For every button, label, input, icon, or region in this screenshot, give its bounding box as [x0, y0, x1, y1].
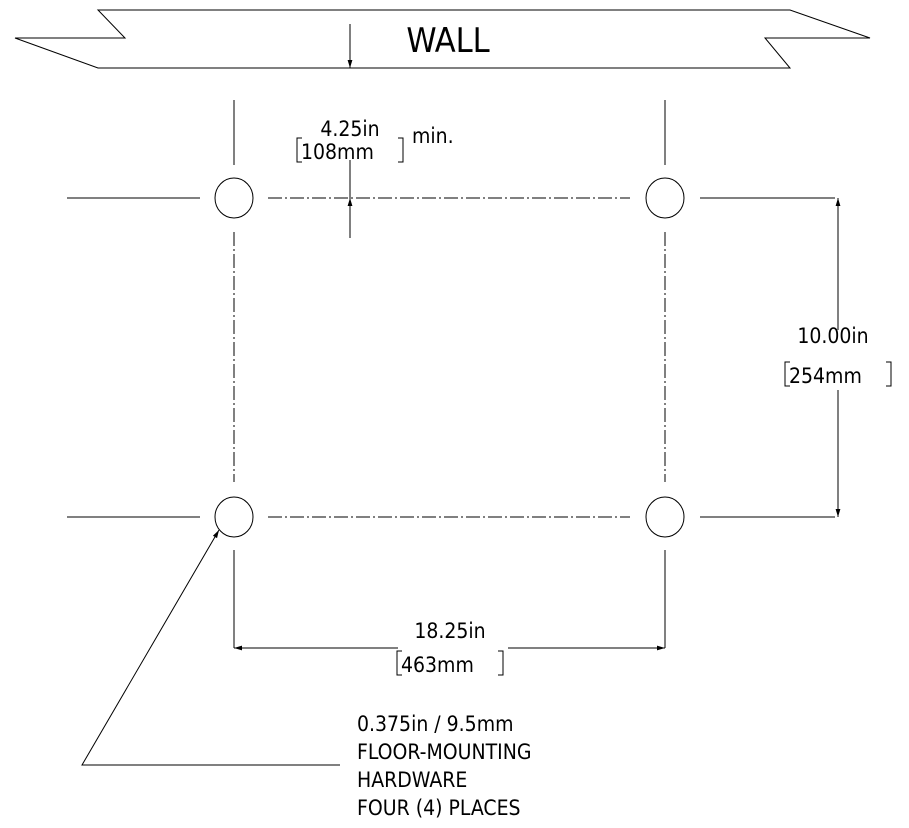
note-line-1: 0.375in / 9.5mm: [357, 712, 514, 736]
hole-top-left: [214, 177, 254, 219]
hole-bottom-right: [645, 496, 685, 538]
dimension-wall-offset: 4.25in 108mm min.: [296, 24, 454, 238]
width-metric: 463mm: [401, 653, 474, 677]
depth-metric: 254mm: [789, 364, 862, 388]
hole-top-right: [645, 177, 685, 219]
wall-offset-metric: 108mm: [301, 140, 374, 164]
dimension-depth: 10.00in 254mm: [784, 198, 892, 517]
wall-label: WALL: [406, 21, 489, 61]
wall-outline: [14, 9, 871, 69]
wall: WALL: [14, 9, 871, 69]
hole-bottom-left: [214, 496, 254, 538]
width-imperial: 18.25in: [414, 619, 485, 643]
wall-offset-imperial: 4.25in: [320, 117, 379, 141]
wall-offset-qualifier: min.: [412, 124, 454, 148]
depth-imperial: 10.00in: [797, 324, 868, 348]
note-line-3: HARDWARE: [357, 768, 467, 792]
dimension-width: 18.25in 463mm: [234, 619, 665, 677]
note-line-2: FLOOR-MOUNTING: [357, 740, 531, 764]
centerlines: [67, 100, 835, 648]
note-line-4: FOUR (4) PLACES: [357, 796, 521, 820]
hardware-note: 0.375in / 9.5mm FLOOR-MOUNTING HARDWARE …: [81, 529, 531, 820]
